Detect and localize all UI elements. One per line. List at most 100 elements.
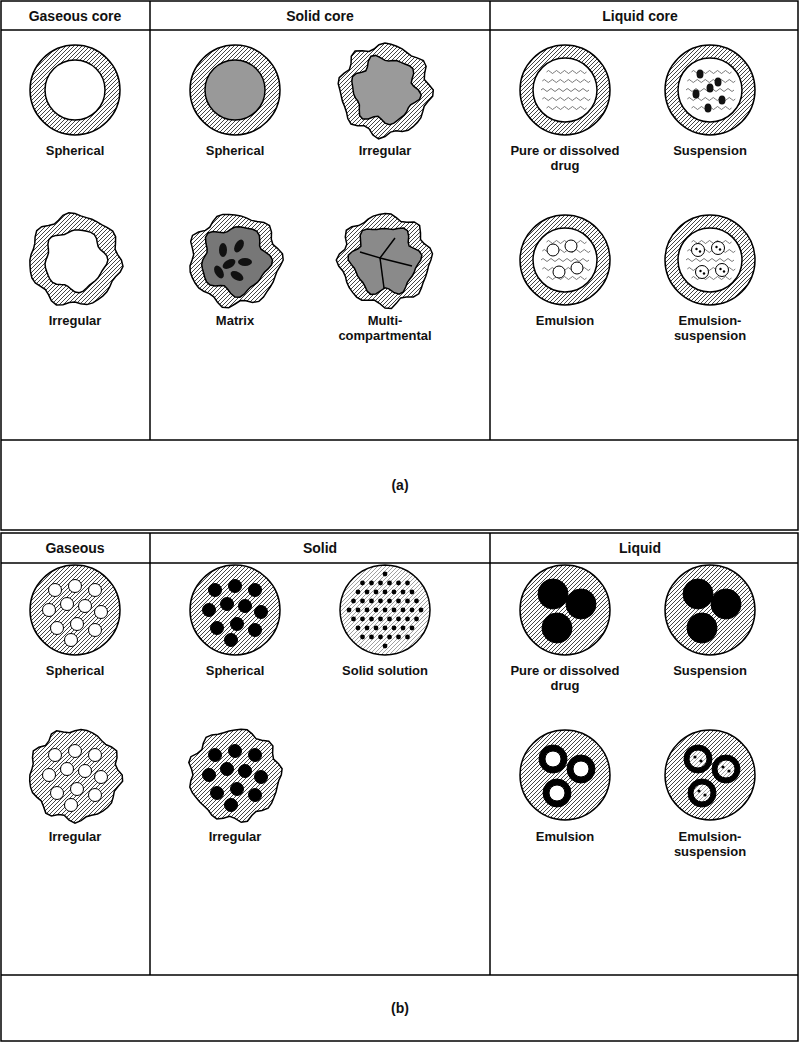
capsule-label: Irregular xyxy=(325,144,445,159)
compartment-wall xyxy=(360,238,395,258)
liquid-core xyxy=(678,228,742,292)
matrix-inclusion xyxy=(95,771,108,784)
capsule-shell xyxy=(665,215,755,305)
emulsion-droplet xyxy=(692,244,705,257)
capsule-shell xyxy=(30,213,123,305)
dissolved-drug-dot xyxy=(401,608,406,613)
dissolved-drug-dot xyxy=(383,626,388,631)
suspension-droplet xyxy=(683,579,713,609)
matrix-inclusion xyxy=(71,618,84,631)
matrix-inclusion xyxy=(61,598,74,611)
matrix-inclusion xyxy=(203,604,216,617)
dissolved-drug-dot xyxy=(387,599,392,604)
dissolved-drug-dot xyxy=(414,617,419,622)
droplet-particle xyxy=(693,755,696,758)
droplet-particle xyxy=(723,270,725,272)
matrix-inclusion xyxy=(51,787,64,800)
capsule-shell xyxy=(665,45,755,135)
liquid-core xyxy=(678,58,742,122)
matrix-inclusion xyxy=(225,799,238,812)
capsule-label: Spherical xyxy=(175,664,295,679)
dissolved-drug-dot xyxy=(401,590,406,595)
liquid-drug-droplet xyxy=(538,579,568,609)
column-header: Gaseous core xyxy=(5,8,145,24)
matrix-inclusion xyxy=(49,584,62,597)
capsule-label: Spherical xyxy=(15,664,135,679)
dissolved-drug-dot xyxy=(401,626,406,631)
gas-core xyxy=(45,230,108,293)
matrix-inclusion xyxy=(221,598,234,611)
dissolved-drug-dot xyxy=(365,590,370,595)
matrix-inclusion xyxy=(69,580,82,593)
matrix-inclusion xyxy=(255,771,268,784)
dissolved-drug-dot xyxy=(365,608,370,613)
capsule-shell xyxy=(520,45,610,135)
liquid-wave xyxy=(542,98,590,101)
matrix-inclusion xyxy=(231,618,244,631)
capsule-label: Spherical xyxy=(175,144,295,159)
dissolved-drug-dot xyxy=(369,599,374,604)
matrix-inclusion xyxy=(211,622,224,635)
dissolved-drug-dot xyxy=(419,608,424,613)
matrix-inclusion xyxy=(255,606,268,619)
dissolved-drug-dot xyxy=(410,590,415,595)
suspension-droplet xyxy=(687,613,717,643)
suspension-droplet xyxy=(711,589,741,619)
matrix-sphere xyxy=(520,730,610,820)
capsule-label: Irregular xyxy=(175,830,295,845)
emulsion-droplet xyxy=(539,745,567,773)
compartment-wall xyxy=(380,258,412,266)
matrix-inclusion xyxy=(89,624,102,637)
matrix-inclusion xyxy=(221,763,234,776)
matrix-inclusion xyxy=(249,749,262,762)
matrix-inclusion xyxy=(225,634,238,647)
drug-particle xyxy=(221,257,237,271)
column-header: Solid core xyxy=(170,8,470,24)
emulsion-droplet xyxy=(543,779,571,807)
matrix-inclusion xyxy=(79,765,92,778)
dissolved-drug-dot xyxy=(387,581,392,586)
dissolved-drug-dot xyxy=(374,608,379,613)
emulsion-inner xyxy=(573,761,589,777)
matrix-inclusion xyxy=(89,584,102,597)
drug-particle xyxy=(238,258,252,266)
liquid-wave xyxy=(547,71,587,74)
emulsion-droplet xyxy=(547,244,559,256)
drug-particle xyxy=(219,243,227,257)
dissolved-drug-dot xyxy=(369,635,374,640)
capsule-label: Irregular xyxy=(15,830,135,845)
dissolved-drug-dot xyxy=(356,590,361,595)
droplet-particle xyxy=(703,272,705,274)
emulsion-droplet xyxy=(567,755,595,783)
dissolved-drug-dot xyxy=(387,617,392,622)
matrix-inclusion xyxy=(239,765,252,778)
dissolved-drug-dot xyxy=(396,635,401,640)
solid-core xyxy=(352,55,422,124)
matrix-inclusion xyxy=(211,787,224,800)
liquid-wave xyxy=(541,89,589,92)
liquid-wave xyxy=(547,277,587,280)
matrix-sphere xyxy=(520,565,610,655)
matrix-core xyxy=(202,227,273,297)
dissolved-drug-dot xyxy=(392,608,397,613)
dissolved-drug-dot xyxy=(405,617,410,622)
matrix-inclusion xyxy=(95,606,108,619)
capsule-shell xyxy=(336,214,432,309)
matrix-inclusion xyxy=(249,624,262,637)
droplet-particle xyxy=(695,248,697,250)
matrix-inclusion xyxy=(203,769,216,782)
capsule-shell xyxy=(190,214,283,307)
capsule-shell xyxy=(190,45,280,135)
multi-compartment-core xyxy=(348,228,422,294)
dissolved-drug-dot xyxy=(392,590,397,595)
dissolved-drug-dot xyxy=(392,626,397,631)
matrix-inclusion xyxy=(71,783,84,796)
matrix-inclusion xyxy=(231,783,244,796)
dissolved-drug-dot xyxy=(374,626,379,631)
matrix-sphere xyxy=(665,730,755,820)
emulsion-droplet xyxy=(688,779,716,807)
emulsion-droplet xyxy=(712,242,725,255)
drug-particle xyxy=(229,269,245,283)
drug-particle xyxy=(212,264,226,280)
